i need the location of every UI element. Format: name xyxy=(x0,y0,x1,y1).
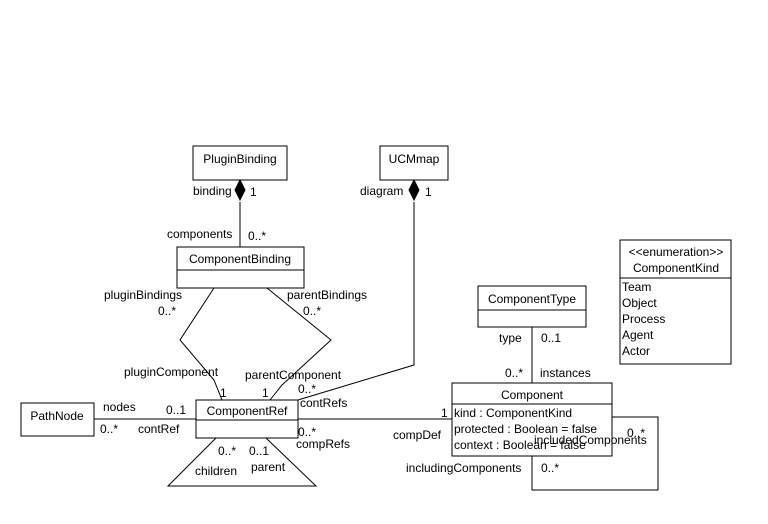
class-name: ComponentBinding xyxy=(189,252,291,266)
role-label: parentComponent xyxy=(245,368,342,382)
class-name: UCMmap xyxy=(389,152,440,166)
role-label: includedComponents xyxy=(534,433,647,447)
class-name: ComponentKind xyxy=(633,261,719,275)
role-label: diagram xyxy=(360,184,403,198)
role-label: binding xyxy=(193,184,232,198)
binding-composition-diamond xyxy=(234,178,246,202)
class-name: PathNode xyxy=(30,409,84,423)
role-label: pluginBindings xyxy=(104,288,182,302)
multiplicity-label: 0..* xyxy=(627,426,645,440)
enum-literal: Actor xyxy=(622,344,650,358)
role-label: contRefs xyxy=(300,396,347,410)
class-component-type[interactable]: ComponentType xyxy=(477,285,587,328)
class-name: ComponentRef xyxy=(207,404,288,418)
multiplicity-label: 0..* xyxy=(298,382,316,396)
role-label: pluginComponent xyxy=(124,365,219,379)
diagram-composition-diamond xyxy=(408,178,420,202)
multiplicity-label: 0..* xyxy=(100,422,118,436)
multiplicity-label: 0..* xyxy=(505,366,523,380)
plugin-bindings-line xyxy=(179,287,223,401)
attribute: context : Boolean = false xyxy=(454,438,586,452)
association-labels: binding 1 diagram 1 components 0..* plug… xyxy=(100,184,647,478)
multiplicity-label: 0..1 xyxy=(166,403,186,417)
class-name: ComponentType xyxy=(488,292,576,306)
role-label: components xyxy=(167,227,232,241)
association-lines xyxy=(94,202,659,491)
class-name: Component xyxy=(501,388,564,402)
role-label: parent xyxy=(251,460,286,474)
multiplicity-label: 1 xyxy=(425,185,432,199)
multiplicity-label: 1 xyxy=(441,406,448,420)
multiplicity-label: 1 xyxy=(250,185,257,199)
role-label: parentBindings xyxy=(287,288,367,302)
enum-literal: Process xyxy=(622,312,665,326)
class-component-binding[interactable]: ComponentBinding xyxy=(176,246,305,289)
included-including-line xyxy=(531,416,659,491)
multiplicity-label: 0..* xyxy=(303,304,321,318)
class-component-kind[interactable]: <<enumeration>> ComponentKind Team Objec… xyxy=(619,239,732,365)
role-label: type xyxy=(499,331,522,345)
class-component[interactable]: Component kind : ComponentKind protected… xyxy=(451,382,613,457)
multiplicity-label: 1 xyxy=(262,386,269,400)
role-label: contRef xyxy=(138,422,180,436)
multiplicity-label: 0..1 xyxy=(541,331,561,345)
role-label: compDef xyxy=(393,428,442,442)
class-component-ref[interactable]: ComponentRef xyxy=(195,399,299,439)
children-parent-line xyxy=(166,437,318,487)
role-label: includingComponents xyxy=(406,461,521,475)
attribute: kind : ComponentKind xyxy=(454,406,572,420)
multiplicity-label: 1 xyxy=(220,386,227,400)
multiplicity-label: 0..* xyxy=(158,304,176,318)
stereotype: <<enumeration>> xyxy=(629,245,724,259)
multiplicity-label: 0..1 xyxy=(249,444,269,458)
class-path-node[interactable]: PathNode xyxy=(20,402,95,437)
multiplicity-label: 0..* xyxy=(248,229,266,243)
diagram-composition-line xyxy=(297,202,415,401)
class-ucm-map[interactable]: UCMmap xyxy=(379,145,449,181)
multiplicity-label: 0..* xyxy=(298,425,316,439)
multiplicity-label: 0..* xyxy=(218,444,236,458)
class-name: PluginBinding xyxy=(203,152,276,166)
enum-literal: Object xyxy=(622,296,657,310)
enum-literal: Agent xyxy=(622,328,654,342)
role-label: nodes xyxy=(103,400,136,414)
attribute: protected : Boolean = false xyxy=(454,422,597,436)
enum-literal: Team xyxy=(622,280,651,294)
multiplicity-label: 0..* xyxy=(541,461,559,475)
role-label: instances xyxy=(540,366,591,380)
role-label: children xyxy=(195,464,237,478)
class-plugin-binding[interactable]: PluginBinding xyxy=(192,145,288,181)
role-label: compRefs xyxy=(296,437,350,451)
parent-bindings-line xyxy=(266,287,332,401)
